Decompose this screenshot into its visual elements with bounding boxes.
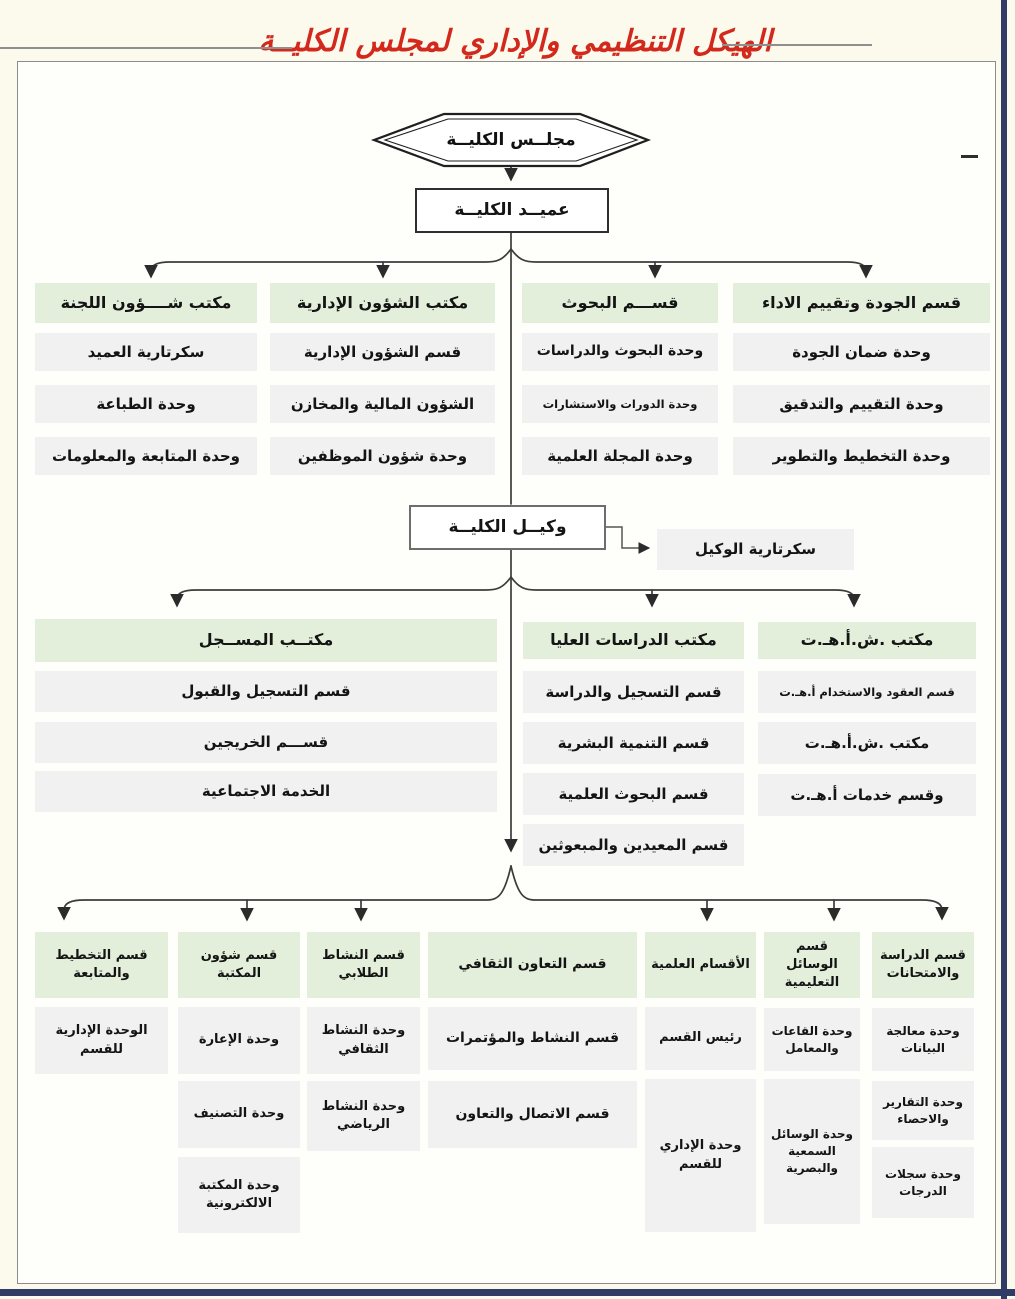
unit-dept-administrative: وحدة الإداري للقسم	[645, 1079, 756, 1232]
council-hexagon-shape	[370, 112, 652, 168]
unit-classification: وحدة التصنيف	[178, 1081, 300, 1148]
dept-human-development: قسم التنمية البشرية	[523, 722, 744, 764]
unit-quality-assurance: وحدة ضمان الجودة	[733, 333, 990, 371]
unit-reports-statistics: وحدة التقارير والاحصاء	[872, 1081, 974, 1140]
office-committee-affairs-header: مكتب شــــؤون اللجنة	[35, 283, 257, 323]
shaht-office-header: مكتب .ش.أ.هـ.ت	[758, 622, 976, 659]
dept-shaht-services: وقسم خدمات أ.هـ.ت	[758, 774, 976, 816]
dean-box: عميــد الكليــة	[415, 188, 609, 233]
title-rule-left	[0, 47, 292, 49]
unit-planning-development: وحدة التخطيط والتطوير	[733, 437, 990, 475]
grad-studies-office-header: مكتب الدراسات العليا	[523, 622, 744, 659]
unit-grades-records: وحدة سجلات الدرجات	[872, 1147, 974, 1218]
dept-registration-admission: قسم التسجيل والقبول	[35, 671, 497, 712]
dept-social-service: الخدمة الاجتماعية	[35, 771, 497, 812]
dept-cultural-cooperation-header: قسم التعاون الثقافي	[428, 932, 637, 998]
unit-audio-visual-aids: وحدة الوسائل السمعية والبصرية	[764, 1079, 860, 1224]
dept-teaching-aids-header: قسم الوسائل التعليمية	[764, 932, 860, 998]
dept-head: رئيس القسم	[645, 1007, 756, 1070]
dept-registration-study: قسم التسجيل والدراسة	[523, 671, 744, 713]
dean-branch-connectors	[144, 166, 873, 505]
title-rule-right	[722, 44, 872, 46]
vice-dean-secretary-connector	[606, 526, 651, 554]
dept-planning-followup-header: قسم التخطيط والمتابعة	[35, 932, 168, 998]
dept-teaching-assistants: قسم المعيدين والمبعوثين	[523, 824, 744, 866]
unit-printing: وحدة الطباعة	[35, 385, 257, 423]
registrar-office-header: مكتــب المســجل	[35, 619, 497, 662]
dept-contracts-usage: قسم العقود والاستخدام أ.هـ.ت	[758, 671, 976, 713]
council-hexagon-label: مجلــس الكليــة	[446, 129, 576, 150]
page-title: الهيكل التنظيمي والإداري لمجلس الكليــة	[258, 23, 772, 59]
vice-dean-branch-connectors	[170, 549, 861, 853]
dept-communication-cooperation: قسم الاتصال والتعاون	[428, 1081, 637, 1148]
unit-lending: وحدة الإعارة	[178, 1007, 300, 1074]
unit-data-processing: وحدة معالجة البيانات	[872, 1008, 974, 1071]
dept-scientific-research: قسم البحوث العلمية	[523, 773, 744, 815]
research-dept-header: قســـم البحوث	[522, 283, 718, 323]
dept-study-exams-header: قسم الدراسة والامتحانات	[872, 932, 974, 998]
page-edge-right	[1001, 0, 1007, 1299]
unit-courses-consultations: وحدة الدورات والاستشارات	[522, 385, 718, 423]
dept-graduates: قســـم الخريجين	[35, 722, 497, 763]
unit-dept-admin: الوحدة الإدارية للقسم	[35, 1007, 168, 1074]
vice-dean-secretariat-box: سكرتارية الوكيل	[657, 529, 854, 570]
dept-finance-stores: الشؤون المالية والمخازن	[270, 385, 495, 423]
unit-evaluation-audit: وحدة التقييم والتدقيق	[733, 385, 990, 423]
quality-dept-header: قسم الجودة وتقييم الاداء	[733, 283, 990, 323]
unit-dean-secretariat: سكرتارية العميد	[35, 333, 257, 371]
unit-cultural-activity: وحدة النشاط الثقافي	[307, 1007, 420, 1074]
departments-branch-connectors	[57, 865, 949, 922]
unit-scientific-journal: وحدة المجلة العلمية	[522, 437, 718, 475]
vice-dean-box: وكيــل الكليــة	[409, 505, 606, 550]
unit-halls-labs: وحدة القاعات والمعامل	[764, 1008, 860, 1071]
dept-activity-conferences: قسم النشاط والمؤتمرات	[428, 1007, 637, 1070]
page-edge-bottom	[0, 1289, 1015, 1296]
unit-sports-activity: وحدة النشاط الرياضي	[307, 1081, 420, 1151]
unit-research-studies: وحدة البحوث والدراسات	[522, 333, 718, 371]
dept-library-affairs-header: قسم شؤون المكتبة	[178, 932, 300, 998]
office-admin-affairs-header: مكتب الشؤون الإدارية	[270, 283, 495, 323]
unit-electronic-library: وحدة المكتبة الالكترونية	[178, 1157, 300, 1233]
shaht-bureau: مكتب .ش.أ.هـ.ت	[758, 722, 976, 764]
scientific-depts-header: الأقسام العلمية	[645, 932, 756, 998]
margin-dash	[961, 155, 978, 158]
dept-admin-affairs: قسم الشؤون الإدارية	[270, 333, 495, 371]
unit-staff-affairs: وحدة شؤون الموظفين	[270, 437, 495, 475]
dept-student-activity-header: قسم النشاط الطلابي	[307, 932, 420, 998]
unit-followup-information: وحدة المتابعة والمعلومات	[35, 437, 257, 475]
